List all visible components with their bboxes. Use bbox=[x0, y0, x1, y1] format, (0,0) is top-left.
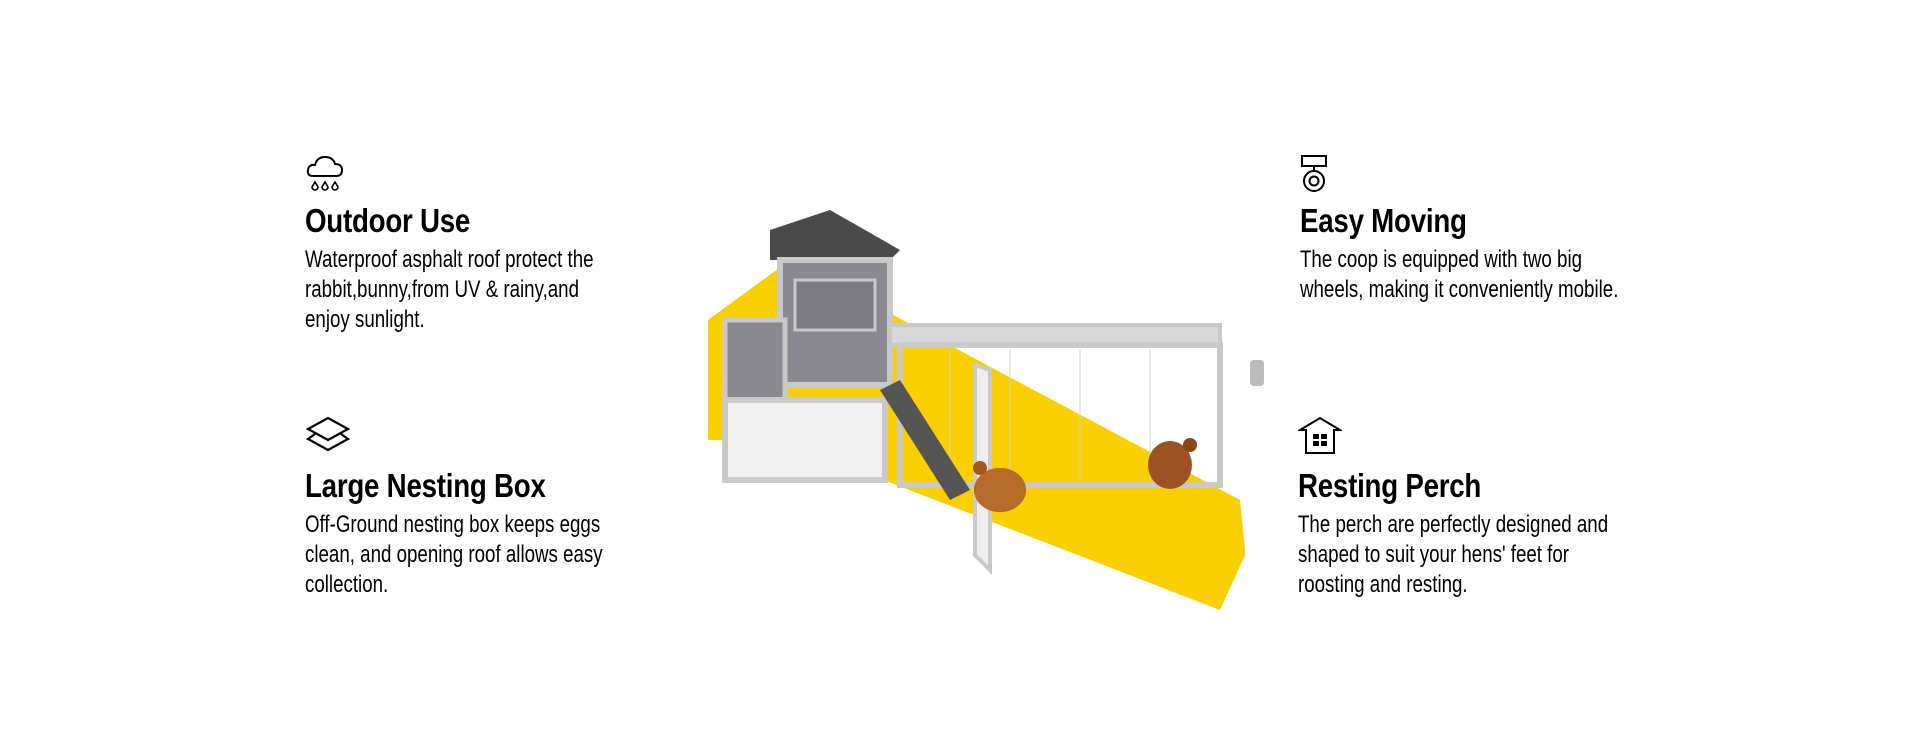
feature-description: The coop is equipped with two big wheels… bbox=[1300, 246, 1619, 303]
feature-title: Large Nesting Box bbox=[305, 467, 546, 504]
chicken-coop-product-image bbox=[708, 210, 1264, 610]
feature-title: Outdoor Use bbox=[305, 202, 471, 239]
feature-description: Waterproof asphalt roof protect the rabb… bbox=[305, 246, 594, 333]
rain-cloud-icon bbox=[306, 155, 344, 191]
wheel-icon bbox=[1301, 155, 1327, 192]
feature-title: Resting Perch bbox=[1298, 467, 1482, 504]
layers-icon bbox=[305, 416, 351, 452]
ramp bbox=[880, 380, 970, 500]
hen bbox=[1148, 441, 1192, 489]
nesting-box bbox=[722, 317, 788, 403]
feature-title: Easy Moving bbox=[1300, 202, 1467, 239]
hen bbox=[974, 468, 1026, 512]
coop-roof bbox=[770, 210, 900, 260]
wheel bbox=[1250, 360, 1264, 386]
feature-description: The perch are perfectly designed and sha… bbox=[1298, 511, 1609, 598]
house-icon bbox=[1298, 416, 1342, 454]
feature-description: Off-Ground nesting box keeps eggs clean,… bbox=[305, 511, 603, 598]
